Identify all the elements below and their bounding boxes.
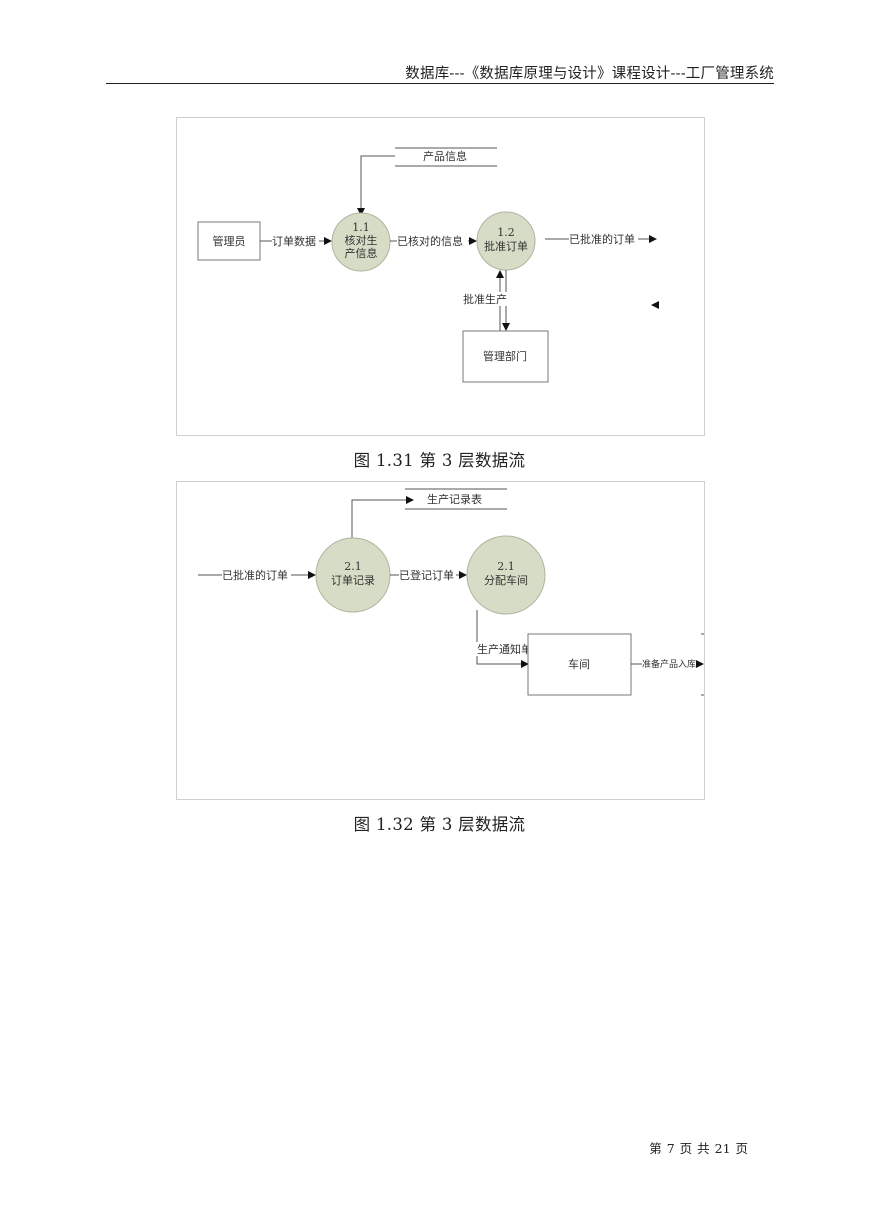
entity-dept-box bbox=[462, 330, 549, 383]
arrow-head bbox=[459, 571, 467, 579]
entity-workshop: 车间 bbox=[568, 657, 590, 671]
process-2-1-number: 2.1 bbox=[344, 560, 362, 573]
figure-1-diagram: 产品信息 管理员 订单数据 1.1 核对生 产信息 已核对的信息 1.2 批准订… bbox=[197, 147, 659, 383]
process-2-2-name: 分配车间 bbox=[484, 573, 528, 587]
flow-production-notice: 生产通知单 bbox=[477, 642, 532, 656]
entity-admin-box bbox=[197, 221, 261, 261]
flow-store-to-process bbox=[360, 155, 395, 210]
arrow-head bbox=[406, 496, 414, 504]
process-1-1-name-line1: 核对生 bbox=[345, 233, 378, 247]
process-1-1-circle bbox=[331, 212, 391, 272]
data-store-production-record: 生产记录表 bbox=[427, 492, 482, 506]
figure-2-data-flow: 生产记录表 已批准的订单 2.1 订单记录 已登记订单 2.1 分配车间 生产通… bbox=[176, 481, 705, 800]
process-1-2-number: 1.2 bbox=[497, 226, 515, 239]
flow-order-data: 订单数据 bbox=[272, 234, 316, 248]
arrow-head bbox=[502, 323, 510, 331]
arrow-head bbox=[521, 660, 529, 668]
arrow-head bbox=[696, 660, 704, 668]
label-background bbox=[476, 642, 534, 656]
process-2-1-name: 订单记录 bbox=[331, 574, 375, 587]
entity-admin: 管理员 bbox=[213, 234, 246, 248]
header-rule bbox=[106, 83, 774, 84]
page-header: 数据库---《数据库原理与设计》课程设计---工厂管理系统 bbox=[405, 66, 774, 82]
arrow-head bbox=[308, 571, 316, 579]
arrow-head bbox=[324, 237, 332, 245]
entity-management-dept: 管理部门 bbox=[483, 349, 527, 363]
flow-approved-order-in: 已批准的订单 bbox=[222, 568, 288, 582]
process-2-2-circle bbox=[466, 535, 546, 615]
flow-checked-info: 已核对的信息 bbox=[397, 234, 463, 248]
flow-notice-line bbox=[476, 610, 521, 665]
flow-approve-production: 批准生产 bbox=[463, 292, 507, 306]
arrow-head bbox=[357, 208, 365, 216]
entity-workshop-box bbox=[527, 633, 632, 696]
stray-arrow-head bbox=[651, 301, 659, 309]
data-store-product-info: 产品信息 bbox=[423, 149, 467, 163]
figure-1-data-flow: 产品信息 管理员 订单数据 1.1 核对生 产信息 已核对的信息 1.2 批准订… bbox=[176, 117, 705, 436]
flow-approved-order: 已批准的订单 bbox=[569, 232, 635, 246]
process-1-2-name: 批准订单 bbox=[484, 239, 528, 253]
figure-2-diagram: 生产记录表 已批准的订单 2.1 订单记录 已登记订单 2.1 分配车间 生产通… bbox=[198, 488, 704, 696]
flow-stock-in: 准备产品入库 bbox=[642, 658, 696, 670]
figure-1-caption: 图 1.31 第 3 层数据流 bbox=[353, 451, 526, 470]
arrow-head bbox=[469, 237, 477, 245]
arrow-head bbox=[649, 235, 657, 243]
flow-registered-order: 已登记订单 bbox=[399, 568, 454, 582]
figure-2-caption: 图 1.32 第 3 层数据流 bbox=[353, 815, 526, 834]
process-1-1-name-line2: 产信息 bbox=[345, 246, 378, 260]
arrow-head bbox=[496, 270, 504, 278]
process-1-1-number: 1.1 bbox=[352, 221, 370, 234]
flow-process-to-store bbox=[351, 499, 407, 539]
label-background bbox=[462, 292, 510, 306]
page-number: 第 7 页 共 21 页 bbox=[649, 1141, 748, 1156]
process-2-2-number: 2.1 bbox=[497, 560, 515, 573]
